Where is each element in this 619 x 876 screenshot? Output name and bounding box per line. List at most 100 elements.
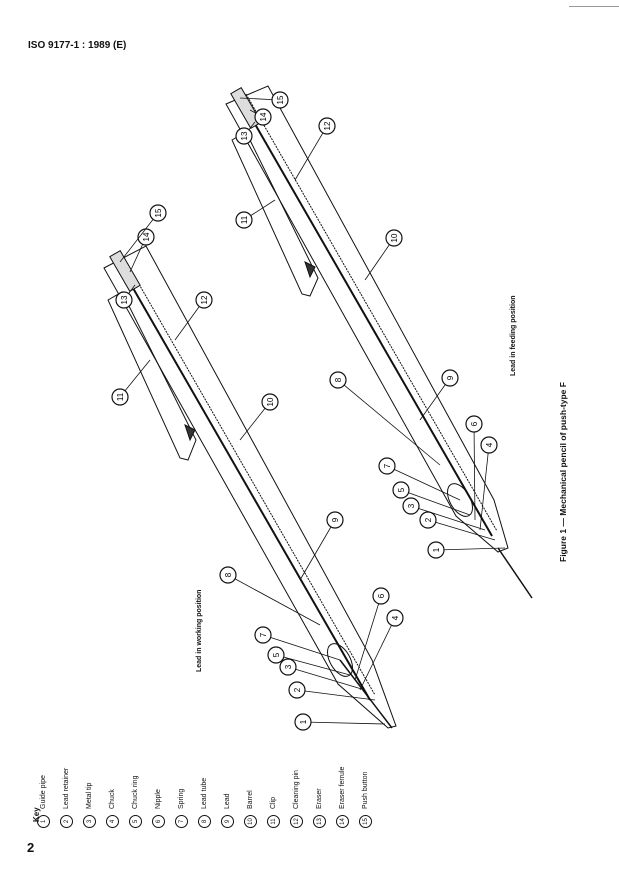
callout-number: 7: [383, 463, 392, 468]
key-label: Eraser ferrule: [339, 766, 346, 809]
callout-number: 6: [470, 421, 479, 426]
callout-number: 3: [407, 503, 416, 508]
pencil-feeding-position: [225, 85, 533, 599]
callout-14: 14: [249, 108, 272, 126]
callout-number: 13: [120, 295, 129, 304]
key-item: 3 Metal tip: [83, 783, 96, 828]
callout-12: 12: [294, 117, 336, 181]
callout-2: 2: [288, 681, 376, 701]
key-label: Guide pipe: [40, 775, 47, 809]
callout-9: 9: [419, 369, 459, 421]
top-rule: [569, 6, 619, 7]
callout-6: 6: [354, 587, 390, 681]
callout-number: 15: [276, 95, 285, 104]
callout-11: 11: [235, 199, 276, 229]
key-number: 4: [106, 815, 119, 828]
callout-number: 4: [391, 615, 400, 620]
callout-5: 5: [392, 481, 471, 516]
key-number: 3: [83, 815, 96, 828]
callout-number: 5: [397, 487, 406, 492]
callout-number: 8: [334, 377, 343, 382]
key-label: Cleaning pin: [293, 770, 300, 809]
key-label: Barrel: [247, 790, 254, 809]
callout-number: 6: [377, 593, 386, 598]
key-number: 12: [290, 815, 303, 828]
callout-number: 10: [266, 397, 275, 406]
key-number: 2: [60, 815, 73, 828]
pencil-working-position: [103, 245, 397, 729]
callout-number: 10: [390, 233, 399, 242]
key-item: 12 Cleaning pin: [290, 770, 303, 828]
callout-number: 12: [200, 295, 209, 304]
callout-number: 4: [485, 442, 494, 447]
callout-10: 10: [239, 393, 279, 441]
key-item: 4 Chuck: [106, 789, 119, 828]
callout-number: 11: [116, 392, 125, 401]
key-number: 10: [244, 815, 257, 828]
callout-number: 14: [259, 112, 268, 121]
key-label: Nipple: [155, 789, 162, 809]
key-number: 14: [336, 815, 349, 828]
eraser: [109, 249, 141, 293]
callout-3: 3: [279, 658, 366, 691]
callout-1: 1: [427, 541, 506, 559]
figure-caption: Figure 1 — Mechanical pencil of push-typ…: [558, 382, 568, 562]
key-number: 9: [221, 815, 234, 828]
callout-number: 2: [293, 687, 302, 692]
key-number: 7: [175, 815, 188, 828]
callout-13: 13: [115, 284, 136, 309]
callout-9: 9: [299, 511, 344, 581]
callout-15: 15: [119, 204, 167, 263]
key-number: 13: [313, 815, 326, 828]
document-header: ISO 9177-1 : 1989 (E): [28, 40, 127, 51]
callout-number: 2: [424, 517, 433, 522]
callout-5: 5: [267, 646, 351, 676]
key-item: 1 Guide pipe: [37, 775, 50, 828]
callout-7: 7: [254, 626, 341, 661]
callout-number: 13: [240, 131, 249, 140]
callout-number: 9: [446, 375, 455, 380]
key-number: 5: [129, 815, 142, 828]
callout-4: 4: [479, 436, 498, 531]
callout-1: 1: [294, 713, 386, 731]
callout-15: 15: [239, 91, 289, 109]
key-label: Lead: [224, 793, 231, 809]
key-number: 1: [37, 815, 50, 828]
callout-number: 3: [284, 664, 293, 669]
key-label: Eraser: [316, 788, 323, 809]
callout-12: 12: [174, 291, 213, 341]
key-label: Chuck: [109, 789, 116, 809]
key-label: Lead retainer: [63, 767, 70, 809]
barrel-outline: [225, 85, 509, 553]
callout-number: 9: [331, 517, 340, 522]
key-number: 15: [359, 815, 372, 828]
callout-number: 14: [142, 232, 151, 241]
callout-8: 8: [329, 371, 441, 466]
key-item: 13 Eraser: [313, 788, 326, 828]
callout-10: 10: [364, 229, 403, 281]
callout-8: 8: [219, 566, 321, 626]
key-label: Spring: [178, 788, 185, 809]
page-number: 2: [27, 840, 35, 855]
callout-number: 12: [323, 121, 332, 130]
callout-13: 13: [235, 121, 256, 145]
callout-number: 1: [299, 719, 308, 724]
key-item: 14 Eraser ferrule: [336, 767, 349, 828]
callout-6: 6: [465, 415, 483, 521]
barrel-outline: [103, 245, 397, 729]
view-label-working: Lead in working position: [196, 589, 203, 672]
callout-number: 15: [154, 208, 163, 217]
key-number: 8: [198, 815, 211, 828]
key-label: Metal tip: [86, 782, 93, 809]
callout-11: 11: [111, 359, 151, 406]
callout-14: 14: [129, 228, 155, 273]
key-item: 2 Lead retainer: [60, 768, 73, 828]
key-item: 7 Spring: [175, 789, 188, 828]
eraser: [230, 86, 262, 130]
